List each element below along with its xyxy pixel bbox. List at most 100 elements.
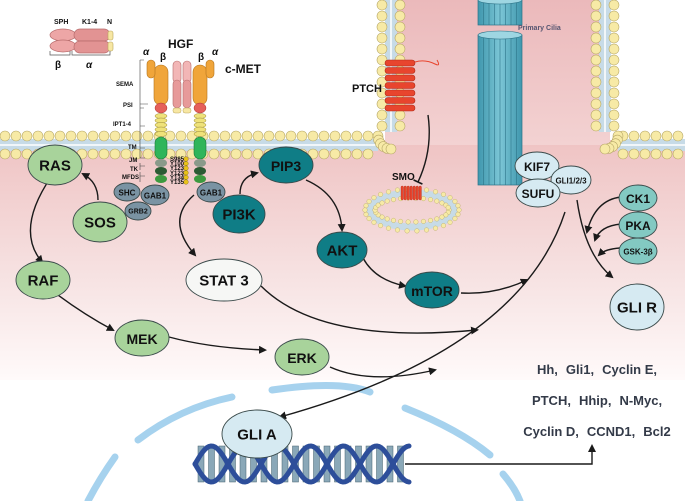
lipid-head [230, 130, 242, 142]
mek-node: MEK [114, 319, 170, 357]
lipid-head [87, 130, 99, 142]
lipid-head [639, 148, 651, 160]
cilium-rim [477, 30, 523, 40]
gli123-node: GLI1/2/3 [550, 165, 592, 195]
sema-domain [153, 64, 169, 106]
c-met-receptor: HGF c-MET α β β α SEMA PSI IPT1-4 TM JM … [113, 37, 262, 186]
lipid-head [434, 198, 440, 204]
lipid-head [608, 76, 620, 88]
target-genes: Hh,Gli1,Cyclin E,PTCH,Hhip,N-Myc,Cyclin … [523, 362, 671, 439]
lipid-head [617, 148, 629, 160]
lipid-head [131, 148, 143, 160]
lipid-head [590, 76, 602, 88]
lipid-head [440, 223, 446, 229]
arrow-ck1 [584, 196, 622, 234]
arrow-erk-nucleus [329, 366, 437, 378]
lipid-head [590, 21, 602, 33]
arrow-gsk3b [597, 247, 621, 257]
pi3k-node-label: PI3K [222, 207, 256, 224]
lipid-head [340, 148, 352, 160]
ptch-helix [384, 67, 416, 74]
phosphosite-label: Y1356 [170, 180, 188, 186]
lipid-head [414, 228, 420, 234]
psi-domain [193, 102, 207, 114]
n-domain [107, 30, 114, 41]
arrow-raf-mek [57, 294, 115, 331]
lipid-head [131, 130, 143, 142]
pi3k-node-shape [212, 194, 266, 234]
dna-base-pair [208, 445, 215, 483]
glia-node-shape [221, 409, 293, 459]
domain-psi: PSI [123, 103, 133, 109]
smo-helix [409, 185, 413, 201]
erk-node-shape [274, 338, 330, 376]
ptch-label: PTCH [352, 83, 382, 95]
alpha-label-right: α [212, 47, 219, 58]
lipid-head [340, 130, 352, 142]
lipid-head [650, 148, 662, 160]
mfds-domain [155, 175, 167, 183]
gab1-node-label: GAB1 [144, 192, 167, 201]
lipid-head [394, 43, 406, 55]
lipid-head [175, 148, 187, 160]
lipid-head [590, 43, 602, 55]
dna-backbone [192, 443, 412, 485]
lipid-head [362, 207, 368, 213]
lipid-head [252, 148, 264, 160]
akt-node-shape [316, 231, 368, 269]
shc-node: SHC [113, 182, 141, 202]
akt-node-label: AKT [327, 243, 358, 260]
phospho-icon [183, 174, 189, 180]
lipid-head [379, 214, 385, 220]
ipt-domain [193, 131, 207, 137]
dna-base-pair [365, 445, 373, 483]
lipid-head [376, 10, 388, 22]
lipid-head [405, 219, 411, 225]
arrow-ras-raf [29, 176, 52, 264]
lipid-head [420, 196, 426, 202]
lipid-head [661, 148, 673, 160]
smo-helix [412, 185, 416, 201]
phosphosite-label: S985 [170, 157, 185, 163]
lipid-head [329, 148, 341, 160]
lipid-head [455, 203, 461, 209]
lipid-head [394, 120, 406, 132]
ptch-helix [384, 74, 416, 82]
sufu-node: SUFU [515, 178, 561, 208]
lipid-head [439, 200, 445, 206]
lipid-head [10, 148, 22, 160]
lipid-head [608, 32, 620, 44]
lipid-head [376, 109, 388, 121]
domain-label-n: N [107, 19, 112, 26]
alpha-label-left: α [143, 47, 150, 58]
tm-domain [154, 136, 168, 160]
lipid-head [32, 130, 44, 142]
lipid-head [263, 130, 275, 142]
dna-helix [192, 443, 412, 485]
glia-node-label: GLI A [237, 427, 277, 444]
lipid-head [433, 189, 439, 195]
jm-domain [155, 159, 167, 167]
lipid-head [384, 198, 390, 204]
sph-domain [49, 28, 77, 42]
lipid-head [351, 130, 363, 142]
stat3-node-shape [185, 258, 263, 302]
grb2-node-shape [124, 201, 152, 221]
lipid-head [362, 148, 374, 160]
lipid-head [433, 225, 439, 231]
alpha-chain-label: α [86, 60, 93, 71]
lipid-head [590, 65, 602, 77]
primary-cilia-label: Primary Cilia [518, 25, 561, 32]
phospho-icon [183, 165, 189, 171]
smo-helix [400, 185, 404, 201]
phosphosite-label: Y1235 [170, 171, 188, 177]
lipid-head [371, 219, 377, 225]
domain-mfds: MFDS [122, 175, 139, 181]
lipid-head [241, 130, 253, 142]
raf-node-label: RAF [28, 273, 59, 290]
domain-ipt: IPT1-4 [113, 122, 132, 128]
arrow-gli-to-glia [278, 211, 566, 420]
lipid-head [351, 148, 363, 160]
lipid-head [394, 227, 400, 233]
